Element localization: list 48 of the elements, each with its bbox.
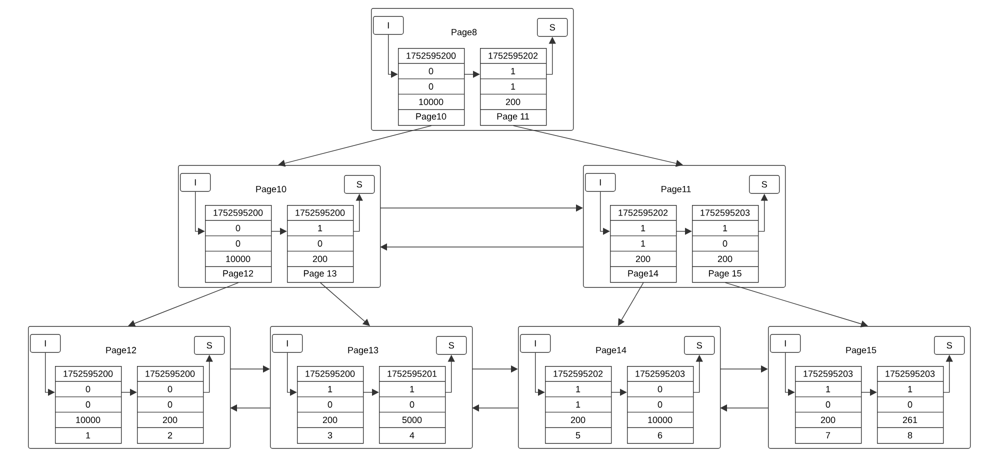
pointer-box: I	[520, 334, 551, 353]
record-column: 1752595203 1 0 261 8	[876, 366, 944, 444]
arrow	[278, 125, 432, 167]
arrow	[464, 70, 480, 78]
pointer-box: S	[537, 18, 568, 37]
pointer-box: I	[30, 334, 61, 353]
arrow	[195, 191, 205, 235]
record-column: 1752595200 0 0 10000 1	[54, 366, 122, 444]
record-column: 1752595200 1 0 200 Page 13	[286, 205, 354, 283]
pointer-box: S	[934, 336, 965, 355]
record-column: 1752595202 1 1 200 Page 11	[480, 48, 547, 126]
pointer-box: I	[272, 334, 303, 353]
arrow	[45, 352, 55, 396]
record-column: 1752595200 0 0 10000 Page10	[398, 48, 465, 126]
arrow	[513, 125, 683, 167]
arrow	[362, 388, 379, 396]
arrow	[785, 352, 795, 396]
pointer-box: S	[194, 336, 225, 355]
arrow	[128, 282, 239, 327]
pointer-box: I	[585, 173, 616, 192]
record-column: 1752595200 1 0 200 3	[296, 366, 364, 444]
pointer-box: I	[180, 173, 211, 192]
record-column: 1752595200 0 0 10000 Page12	[204, 205, 272, 283]
record-column: 1752595201 1 0 5000 4	[378, 366, 446, 444]
arrow	[535, 352, 545, 396]
pointer-box: S	[684, 336, 715, 355]
arrow	[270, 228, 287, 235]
record-column: 1752595202 1 1 200 Page14	[610, 205, 677, 283]
pointer-box: I	[770, 334, 801, 353]
pointer-box: S	[436, 336, 467, 355]
pointer-box: I	[373, 16, 404, 35]
arrow	[287, 352, 297, 396]
record-column: 1752595203 1 0 200 7	[794, 366, 862, 444]
arrow	[120, 388, 137, 396]
record-column: 1752595202 1 1 200 5	[544, 366, 612, 444]
arrow	[610, 388, 627, 396]
arrow	[676, 228, 692, 235]
record-column: 1752595203 0 0 10000 6	[626, 366, 694, 444]
arrow	[320, 282, 370, 326]
pointer-box: S	[344, 175, 375, 194]
arrow	[600, 191, 610, 235]
record-column: 1752595203 1 0 200 Page 15	[692, 205, 759, 283]
arrow	[860, 388, 877, 396]
arrow	[725, 282, 868, 328]
arrow	[388, 34, 398, 78]
record-column: 1752595200 0 0 200 2	[136, 366, 204, 444]
pointer-box: S	[749, 175, 780, 194]
arrow	[618, 282, 644, 326]
